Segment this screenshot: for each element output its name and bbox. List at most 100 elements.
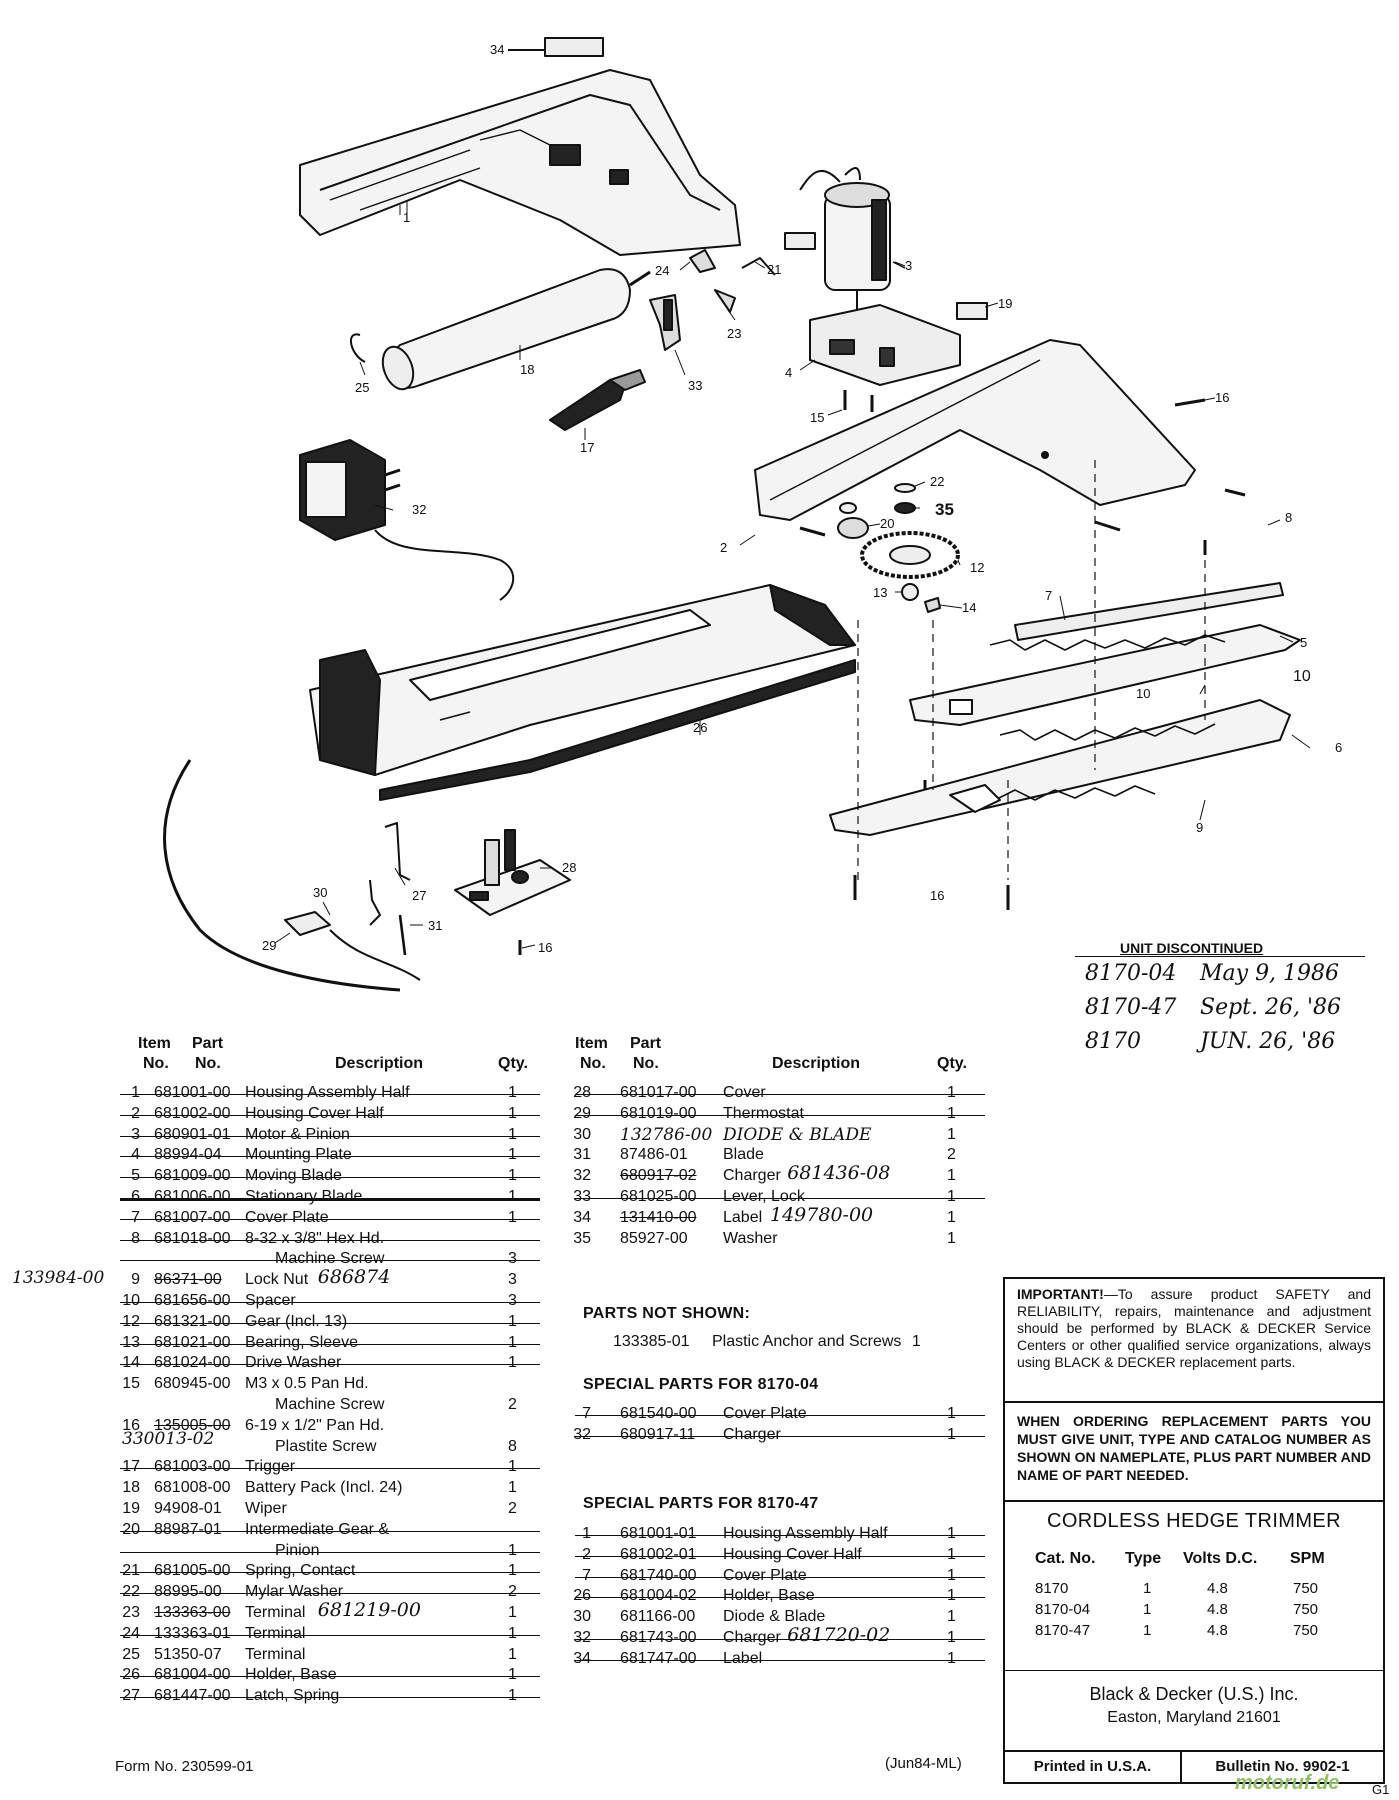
part-qty: 3 (508, 1291, 517, 1309)
callout-29: 29 (262, 938, 277, 953)
spec-cell: 1 (1143, 1622, 1152, 1639)
part-number: 681740-00 (620, 1566, 697, 1584)
part-qty: 1 (508, 1312, 517, 1330)
part-qty: 1 (947, 1587, 956, 1605)
part-number: 681747-00 (620, 1649, 697, 1667)
callout-25: 25 (355, 380, 370, 395)
spec-header-row: Cat. No. Type Volts D.C. SPM (1035, 1550, 1365, 1580)
callout-18: 18 (520, 362, 535, 377)
callout-3: 3 (905, 258, 913, 273)
item-number: 7 (131, 1208, 140, 1226)
part-33-lock-lever (649, 294, 681, 351)
spec-cell: 750 (1293, 1622, 1319, 1639)
part-qty: 1 (947, 1425, 956, 1443)
part-qty: 1 (947, 1608, 956, 1626)
parts-table-header: Item No. Part No. Description Qty. (120, 1035, 540, 1083)
item-number: 6 (131, 1187, 140, 1205)
item-number: 15 (122, 1375, 140, 1393)
item-number: 5 (131, 1167, 140, 1185)
header-part: Part (630, 1035, 662, 1052)
part-number: 135005-00 (154, 1416, 231, 1434)
part-2-housing-cover-half (754, 339, 1196, 521)
part-number: 681017-00 (620, 1084, 697, 1101)
special-8170-04-title: SPECIAL PARTS FOR 8170-04 (583, 1376, 819, 1393)
header-qty: Qty. (498, 1055, 528, 1072)
part-19-wiper (956, 302, 988, 320)
part-number: 681004-02 (620, 1587, 697, 1605)
part-description: Holder, Base (245, 1666, 337, 1684)
part-qty: 1 (508, 1354, 517, 1372)
header-description: Description (335, 1055, 424, 1072)
item-number: 19 (122, 1499, 140, 1517)
part-qty: 1 (947, 1628, 956, 1646)
item-number: 8 (131, 1229, 140, 1247)
item-number: 34 (573, 1208, 591, 1226)
part-number: 86371-00 (154, 1271, 222, 1289)
exploded-parts-diagram (163, 37, 1311, 992)
part-qty: 1 (508, 1146, 517, 1164)
part-7-cover-plate (1014, 582, 1284, 641)
part-number: 681656-00 (154, 1291, 231, 1309)
part-number: 681025-00 (620, 1187, 697, 1205)
part-qty: 1 (508, 1687, 517, 1705)
part-number: 681001-01 (620, 1525, 697, 1542)
part-number: 681743-00 (620, 1628, 697, 1646)
item-number: 3 (131, 1125, 140, 1143)
spec-header-spm: SPM (1290, 1550, 1325, 1567)
part-description: Wiper (245, 1499, 287, 1517)
callout-4: 4 (785, 365, 793, 380)
part-description: Housing Assembly Half (723, 1525, 888, 1542)
part-number: 133363-00 (154, 1603, 231, 1621)
item-number: 24 (122, 1624, 140, 1642)
part-qty: 1 (508, 1208, 517, 1226)
part-qty: 1 (947, 1545, 956, 1563)
part-qty: 1 (508, 1167, 517, 1185)
part-number: 132786-00 (620, 1124, 713, 1145)
part-qty: 3 (508, 1271, 517, 1289)
part-number: 680917-02 (620, 1167, 697, 1185)
spec-cell: 8170 (1035, 1580, 1069, 1597)
watermark: motoruf.de (1235, 1772, 1340, 1794)
item-number: 16 (122, 1416, 140, 1434)
item-number: 13 (122, 1333, 140, 1351)
part-number: 51350-07 (154, 1645, 222, 1663)
handwritten-part-number: 681436-08 (787, 1162, 891, 1185)
callout-8: 8 (1285, 510, 1293, 525)
part-qty: 1 (508, 1125, 517, 1143)
item-number: 1 (582, 1525, 591, 1542)
handwritten-part-number: 149780-00 (770, 1203, 874, 1226)
parts-not-shown-title: PARTS NOT SHOWN: (583, 1305, 751, 1322)
discontinued-unit: 8170-47 (1085, 995, 1177, 1020)
discontinued-title: UNIT DISCONTINUED (1075, 940, 1365, 957)
parts-not-shown-row: 133385-01 Plastic Anchor and Screws 1 (613, 1333, 921, 1351)
divider (1005, 1670, 1383, 1671)
item-number: 2 (582, 1545, 591, 1563)
handwritten-part-number: 133984-00 (12, 1268, 105, 1289)
part-qty: 2 (508, 1499, 517, 1517)
part-number: 681540-00 (620, 1405, 697, 1422)
part-number: 681002-01 (620, 1545, 697, 1563)
info-panel: IMPORTANT!—To assure product SAFETY and … (1003, 1277, 1385, 1784)
callout-24: 24 (655, 263, 670, 278)
callout-33: 33 (688, 378, 703, 393)
header-part: Part (192, 1035, 224, 1052)
item-number: 2 (131, 1104, 140, 1122)
callout-16-third: 16 (930, 888, 945, 903)
header-item: Item (138, 1035, 171, 1052)
company-name: Black & Decker (U.S.) Inc. (1089, 1684, 1299, 1704)
